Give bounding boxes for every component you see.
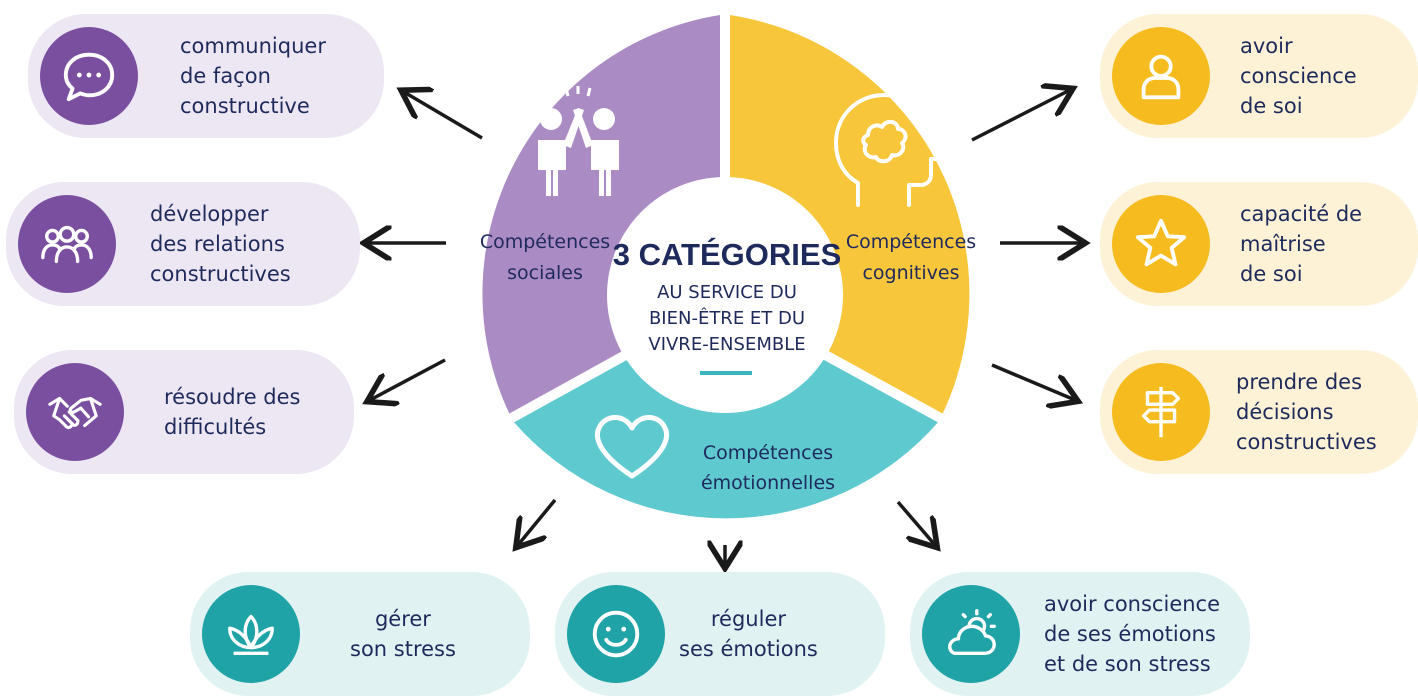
- center-title: 3 CATÉGORIES: [613, 237, 842, 272]
- emotional-item-line: gérer: [374, 607, 431, 631]
- arrow-stress: [518, 498, 557, 545]
- high-five-icon: [538, 86, 619, 196]
- cognitive-item-decisions: prendre des décisions constructives: [1100, 350, 1418, 474]
- arrow-communiquer: [404, 92, 483, 140]
- segment-sociales-label-1: Compétences: [480, 231, 610, 253]
- lotus-icon: [202, 585, 300, 683]
- signpost-icon: [1112, 363, 1210, 461]
- cognitive-item-line: conscience: [1240, 64, 1357, 88]
- cognitive-item-line: avoir: [1240, 34, 1293, 58]
- social-item-line: des relations: [150, 232, 285, 256]
- social-item-difficultes: résoudre des difficultés: [14, 350, 354, 474]
- group-icon: [18, 195, 116, 293]
- cognitive-item-conscience-soi: avoir conscience de soi: [1100, 14, 1418, 138]
- segment-emotionnelles-label-2: émotionnelles: [701, 472, 835, 494]
- emotional-item-conscience-emotions: avoir conscience de ses émotions et de s…: [910, 572, 1250, 696]
- center-subtitle-line-3: VIVRE-ENSEMBLE: [648, 334, 805, 355]
- center-subtitle-line-1: AU SERVICE DU: [657, 282, 797, 303]
- emotional-item-line: avoir conscience: [1044, 592, 1221, 616]
- emotional-item-line: ses émotions: [679, 637, 818, 661]
- emotional-item-stress: gérer son stress: [190, 572, 530, 696]
- smiley-icon: [567, 585, 665, 683]
- social-item-line: difficultés: [164, 415, 267, 439]
- arrow-conscience-emotions: [896, 500, 935, 545]
- cognitive-item-maitrise: capacité de maîtrise de soi: [1100, 182, 1418, 306]
- social-item-line: communiquer: [180, 34, 326, 58]
- segment-cognitives-label-2: cognitives: [862, 262, 959, 284]
- handshake-icon: [26, 363, 124, 461]
- cognitive-item-line: constructives: [1236, 430, 1377, 454]
- social-item-line: constructives: [150, 262, 291, 286]
- segment-sociales-label-2: sociales: [507, 262, 583, 284]
- arrow-difficultes: [370, 358, 446, 400]
- segment-emotionnelles-label-1: Compétences: [703, 442, 833, 464]
- star-icon: [1112, 195, 1210, 293]
- cognitive-item-line: prendre des: [1236, 370, 1363, 394]
- cognitive-item-line: maîtrise: [1240, 232, 1326, 256]
- emotional-item-line: et de son stress: [1044, 652, 1211, 676]
- arrow-conscience-soi: [971, 90, 1070, 142]
- center-subtitle-line-2: BIEN-ÊTRE ET DU: [649, 307, 805, 329]
- social-item-line: constructive: [180, 94, 310, 118]
- emotional-item-emotions: réguler ses émotions: [555, 572, 885, 696]
- cognitive-item-line: décisions: [1236, 400, 1334, 424]
- sun-cloud-icon: [922, 585, 1020, 683]
- social-item-line: de façon: [180, 64, 271, 88]
- segment-cognitives-label-1: Compétences: [846, 231, 976, 253]
- cognitive-item-line: de soi: [1240, 262, 1303, 286]
- emotional-item-line: son stress: [350, 637, 456, 661]
- speech-bubble-icon: [40, 27, 138, 125]
- cognitive-item-line: de soi: [1240, 94, 1303, 118]
- emotional-item-line: réguler: [710, 607, 786, 631]
- social-item-relations: développer des relations constructives: [6, 182, 360, 306]
- heart-icon: [594, 415, 670, 479]
- social-item-line: résoudre des: [164, 385, 301, 409]
- social-item-line: développer: [150, 202, 269, 226]
- person-icon: [1112, 27, 1210, 125]
- center-circle: [607, 177, 843, 413]
- emotional-item-line: de ses émotions: [1044, 622, 1216, 646]
- arrow-decisions: [991, 363, 1075, 400]
- cognitive-item-line: capacité de: [1240, 202, 1363, 226]
- social-item-communiquer: communiquer de façon constructive: [28, 14, 384, 138]
- head-brain-icon: [834, 93, 942, 207]
